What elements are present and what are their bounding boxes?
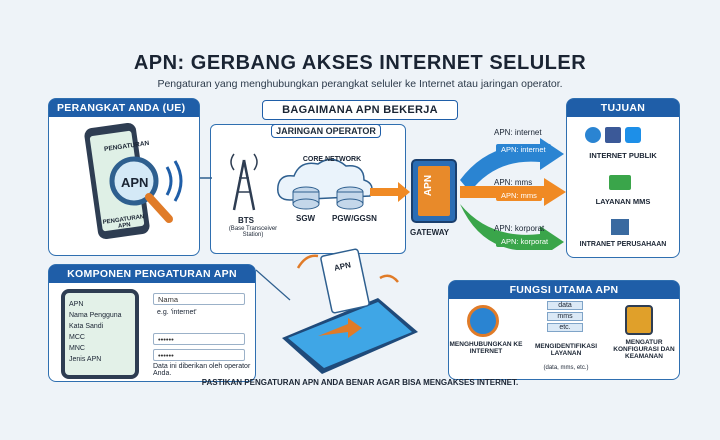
route-internet-label: APN: internet <box>494 128 542 137</box>
device-panel-title: PERANGKAT ANDA (UE) <box>49 99 199 117</box>
globe-sync-icon <box>467 305 499 337</box>
network-illustration <box>230 153 457 223</box>
app-store-icon <box>625 127 641 143</box>
components-panel: KOMPONEN PENGATURAN APN APN Nama Penggun… <box>48 264 256 382</box>
example-hint: e.g. 'internet' <box>157 309 197 316</box>
device-panel: PERANGKAT ANDA (UE) PENGATURAN APN PENGA… <box>48 98 200 256</box>
component-apn: APN <box>69 301 84 308</box>
pgw-label: PGW/GGSN <box>332 214 377 223</box>
footer-note: PASTIKAN PENGATURAN APN ANDA BENAR AGAR … <box>201 378 519 387</box>
facebook-icon <box>605 127 621 143</box>
function-identify: MENGIDENTIFIKASI LAYANAN <box>534 343 598 357</box>
component-apn-type: Jenis APN <box>69 356 102 363</box>
function-connect: MENGHUBUNGKAN KE INTERNET <box>449 341 523 355</box>
component-password: Kata Sandi <box>69 323 104 330</box>
functions-panel: FUNGSI UTAMA APN MENGHUBUNGKAN KE INTERN… <box>448 280 680 380</box>
function-chips: data mms etc. <box>547 301 583 332</box>
route-korporat-label: APN: korporat <box>494 224 545 233</box>
route-internet-pill: APN: internet <box>496 144 551 155</box>
lock-gear-icon <box>625 305 653 335</box>
component-username: Nama Pengguna <box>69 312 122 319</box>
mail-icon <box>609 175 631 190</box>
phone-magnifier-illustration <box>84 122 183 240</box>
chip-mms: mms <box>547 312 583 321</box>
how-it-works-title: BAGAIMANA APN BEKERJA <box>262 100 458 120</box>
function-configure: MENGATUR KONFIGURASI DAN KEAMANAN <box>613 339 675 360</box>
lens-apn-label: APN <box>121 175 149 190</box>
password-field-1[interactable]: •••••• <box>153 333 245 345</box>
page-subtitle: Pengaturan yang menghubungkan perangkat … <box>157 78 563 90</box>
component-mcc: MCC <box>69 334 85 341</box>
destinations-title: TUJUAN <box>567 99 679 117</box>
gateway-label: GATEWAY <box>410 228 450 237</box>
bts-sub-label: (Base Transceiver Station) <box>228 226 278 238</box>
destination-mms: LAYANAN MMS <box>595 197 651 206</box>
settings-phone: APN Nama Pengguna Kata Sandi MCC MNC Jen… <box>61 289 139 379</box>
destinations-panel: TUJUAN INTERNET PUBLIK LAYANAN MMS INTRA… <box>566 98 680 258</box>
network-title: JARINGAN OPERATOR <box>271 124 381 138</box>
destination-intranet: INTRANET PERUSAHAAN <box>579 241 667 248</box>
function-identify-sub: (data, mms, etc.) <box>543 365 589 371</box>
globe-icon <box>585 127 601 143</box>
components-title: KOMPONEN PENGATURAN APN <box>49 265 255 283</box>
route-mms-label: APN: mms <box>494 178 533 187</box>
sgw-label: SGW <box>296 214 316 223</box>
phone-apn-illustration <box>282 248 418 374</box>
functions-title: FUNGSI UTAMA APN <box>449 281 679 299</box>
chip-data: data <box>547 301 583 310</box>
chip-etc: etc. <box>547 323 583 332</box>
page-title: APN: GERBANG AKSES INTERNET SELULER <box>133 52 587 74</box>
bts-label: BTS <box>238 216 254 225</box>
building-icon <box>611 219 629 235</box>
password-field-2[interactable]: •••••• <box>153 349 245 361</box>
cloud-label: CORE NETWORK <box>302 156 362 163</box>
route-mms-pill: APN: mms <box>496 190 542 201</box>
destination-internet: INTERNET PUBLIK <box>589 151 657 160</box>
route-korporat-pill: APN: korporat <box>496 236 554 247</box>
operator-note: Data ini diberikan oleh operator Anda. <box>153 363 251 377</box>
name-field[interactable]: Nama <box>153 293 245 305</box>
component-mnc: MNC <box>69 345 85 352</box>
